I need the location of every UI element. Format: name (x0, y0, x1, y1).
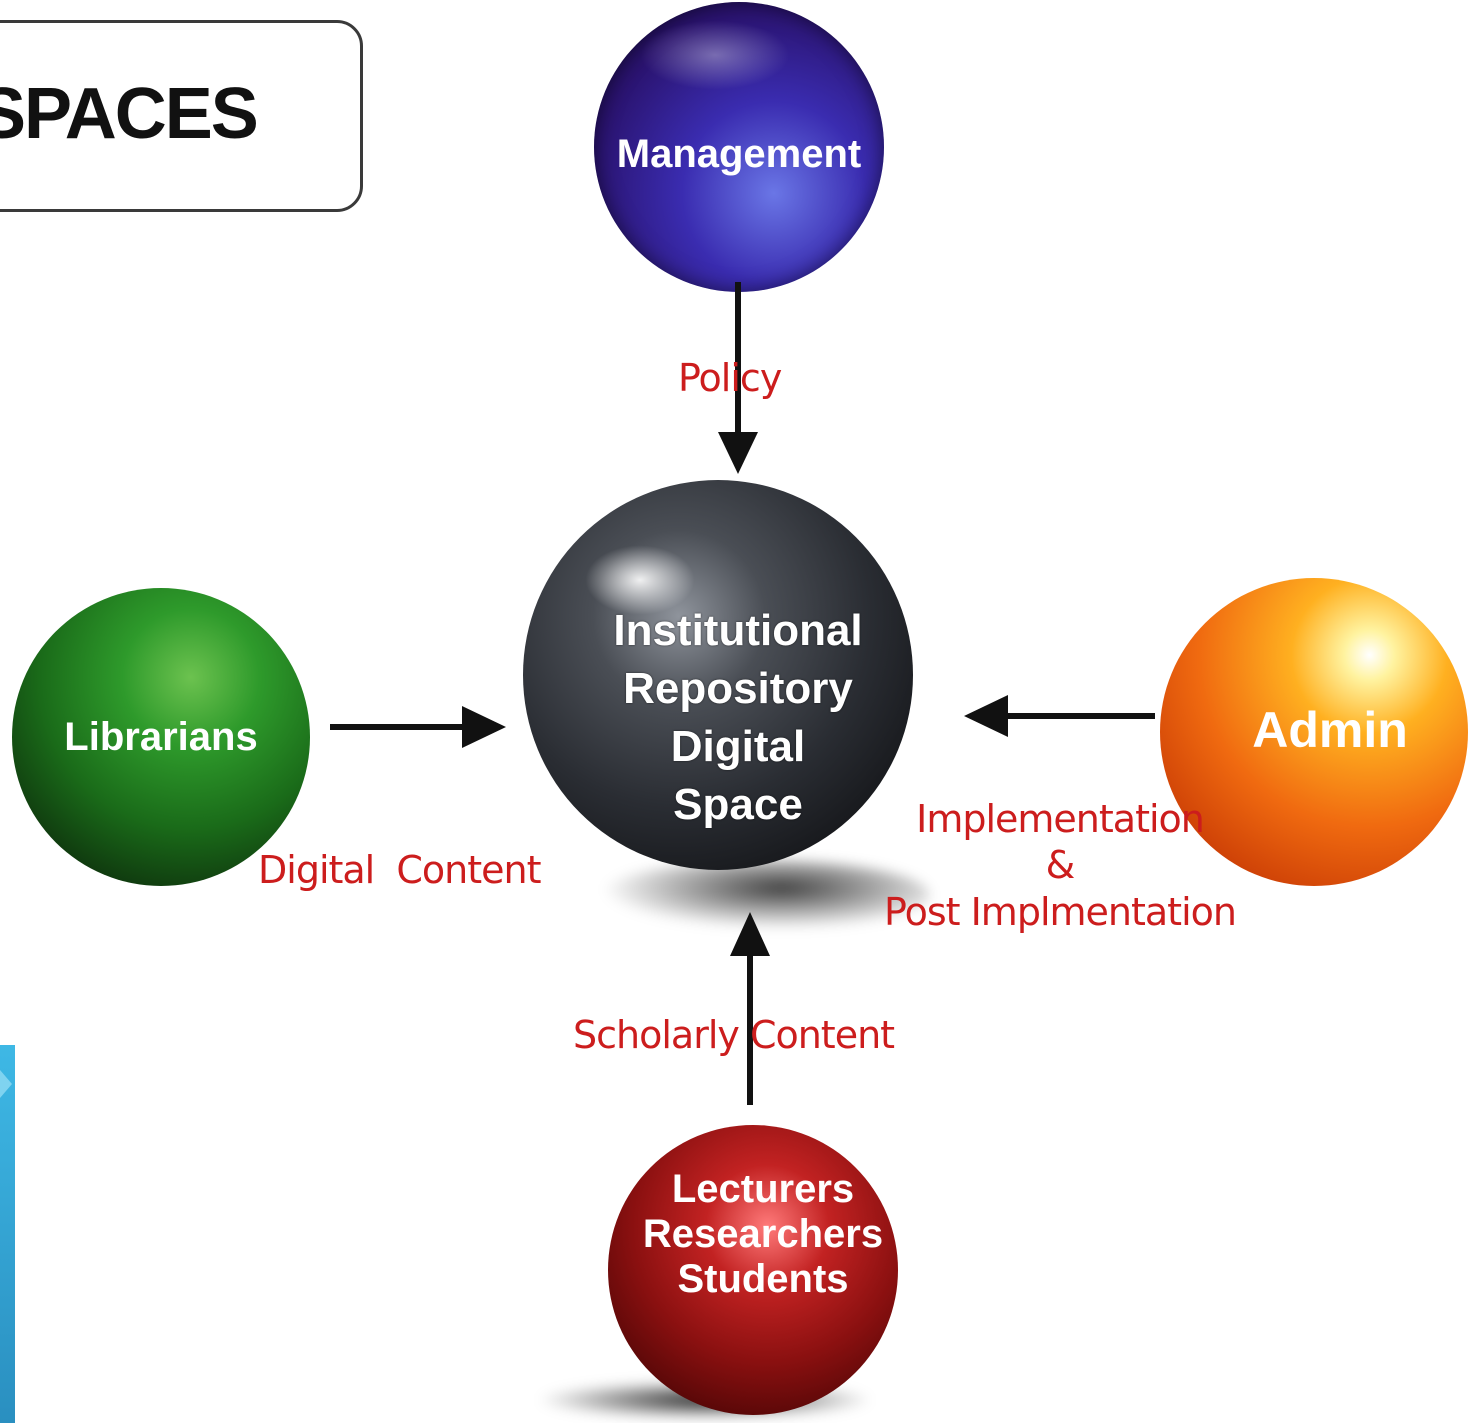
implementation-label-line-2: & (1045, 843, 1076, 888)
central-label-line-1: Institutional (613, 606, 863, 655)
scholarly-content-arrow-head (730, 912, 770, 956)
management-sphere (594, 2, 884, 292)
policy-label: Policy (678, 356, 782, 400)
librarians-label: Librarians (64, 715, 258, 759)
implementation-label-line-3: Post Implmentation (884, 889, 1237, 934)
central-sphere-highlight (585, 545, 695, 615)
implementation-arrow-head (964, 695, 1008, 737)
users-label-line-2: Researchers (642, 1211, 884, 1256)
central-label: Institutional Repository Digital Space (523, 602, 953, 834)
implementation-label-line-1: Implementation (916, 797, 1205, 841)
central-label-line-2: Repository (623, 664, 853, 714)
librarians-sphere (12, 588, 310, 886)
management-label: Management (616, 132, 862, 176)
central-label-line-4: Space (673, 780, 803, 830)
management-sphere-highlight (640, 20, 790, 90)
accent-bar (0, 1045, 15, 1423)
admin-sphere (1160, 578, 1468, 886)
users-label-line-3: Students (677, 1256, 849, 1301)
central-label-line-3: Digital (670, 722, 806, 772)
digital-content-arrow-head (462, 706, 506, 748)
title-box (0, 20, 363, 212)
page-title: SPACES (0, 74, 259, 154)
users-sphere (608, 1125, 898, 1415)
admin-label: Admin (1252, 702, 1408, 758)
accent-bar-tip (0, 1070, 12, 1098)
users-label-line-1: Lecturers (671, 1167, 855, 1211)
policy-arrow-head (718, 432, 758, 474)
digital-content-label: Digital Content (258, 848, 542, 892)
central-sphere (523, 480, 913, 870)
implementation-label: Implementation & Post Implmentation (860, 796, 1260, 935)
central-sphere-shadow (600, 860, 930, 930)
users-label: Lecturers Researchers Students (608, 1167, 918, 1301)
scholarly-content-label: Scholarly Content (573, 1013, 895, 1057)
